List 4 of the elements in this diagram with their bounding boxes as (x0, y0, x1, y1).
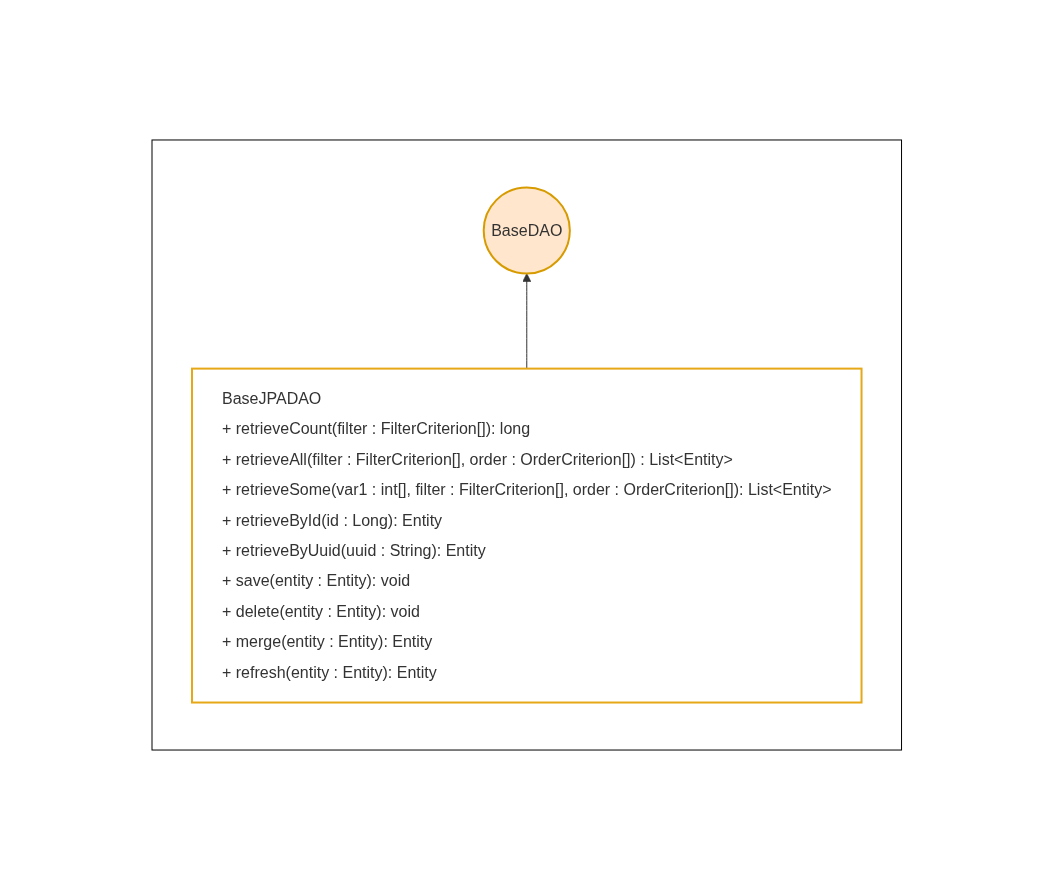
node-circle: BaseDAO (482, 186, 571, 275)
node-box: BaseJPADAO + retrieveCount(filter : FilterCriterion[]): long + retrieveAll(filter : FilterCriterion[], order : OrderCriterion[]) : List<Entity> + retrieveSome(var1 : int[], filter : FilterCriterion[], order : OrderCriterion[]): List<Entity> + retrieveById(id : Long): Entity + retrieveByUuid(uuid : String): Entity + save(entity : Entity): void + delete(entity : Entity): void + merge(entity : Entity): Entity + refresh(entity : Entity): Entity (190, 367, 863, 704)
arrow (522, 273, 531, 370)
cluster (151, 139, 902, 751)
